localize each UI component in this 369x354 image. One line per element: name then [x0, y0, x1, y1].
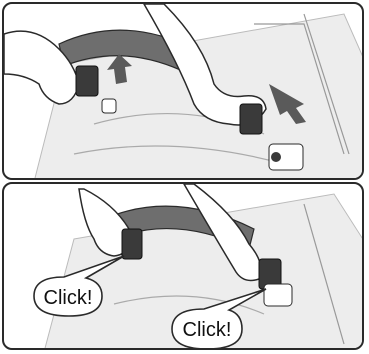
latched-illustration: Click! Click! [4, 184, 364, 350]
click-label: Click! [183, 319, 232, 341]
buckle-receiver [102, 99, 116, 113]
instruction-panel-press [2, 2, 364, 180]
buckle-latch [76, 66, 98, 96]
receiver-bolt [271, 152, 281, 162]
click-label: Click! [44, 287, 93, 309]
press-illustration [4, 4, 364, 180]
buckle-latch [240, 104, 262, 134]
instruction-panel-latched: Click! Click! [2, 182, 364, 350]
buckle-receiver [264, 284, 292, 306]
buckle-latch [122, 229, 142, 259]
